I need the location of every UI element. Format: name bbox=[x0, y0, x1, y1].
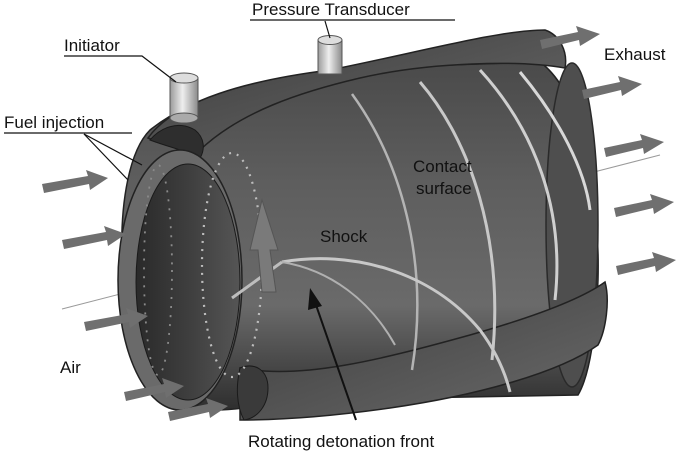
shock-label: Shock bbox=[320, 227, 368, 246]
detonation-front-line bbox=[231, 260, 283, 300]
air-arrow-2 bbox=[62, 226, 126, 249]
exhaust-arrow-5 bbox=[616, 252, 676, 275]
air-arrow-3 bbox=[84, 308, 148, 331]
contact-surface-line-4 bbox=[518, 71, 592, 211]
exhaust-arrows bbox=[540, 26, 676, 275]
contact-surface-label-line1: Contact bbox=[413, 157, 472, 176]
exhaust-arrow-2 bbox=[582, 76, 642, 99]
air-label: Air bbox=[60, 358, 81, 377]
initiator-port bbox=[169, 72, 199, 124]
rotation-direction-arrow bbox=[249, 198, 279, 293]
shock-wave bbox=[281, 257, 512, 393]
bottom-shell-flap bbox=[239, 280, 608, 421]
pressure-transducer-leader-drop bbox=[324, 20, 331, 39]
detonation-front-pointer bbox=[308, 288, 357, 421]
pressure-transducer-label: Pressure Transducer bbox=[252, 0, 410, 19]
rotating-detonation-front-label: Rotating detonation front bbox=[248, 432, 434, 451]
pressure-transducer-port bbox=[317, 35, 343, 75]
air-arrow-1 bbox=[42, 170, 108, 193]
top-shell-flap bbox=[146, 29, 567, 151]
bottom-flap-lip bbox=[236, 365, 269, 421]
fuel-injection-leader-2 bbox=[83, 133, 129, 181]
exhaust-arrow-3 bbox=[604, 134, 664, 157]
exhaust-label: Exhaust bbox=[604, 45, 666, 64]
contact-surface-line-2 bbox=[350, 93, 419, 371]
annotation-leaders bbox=[4, 19, 455, 181]
contact-surface-line-1 bbox=[418, 81, 497, 361]
initiator-leader bbox=[64, 55, 177, 83]
air-arrow-4 bbox=[124, 378, 184, 401]
top-flap-lip bbox=[149, 125, 204, 159]
fuel-injection-leader-1 bbox=[83, 133, 143, 166]
exhaust-arrow-4 bbox=[614, 194, 674, 217]
inlet-inner bbox=[135, 163, 241, 401]
fuel-injection-label: Fuel injection bbox=[4, 113, 104, 132]
air-inflow-arrows bbox=[42, 170, 228, 421]
exhaust-arrow-1 bbox=[540, 26, 600, 49]
initiator-label: Initiator bbox=[64, 36, 120, 55]
shock-wave-inner bbox=[281, 261, 396, 346]
contact-surface-line-3 bbox=[478, 68, 559, 301]
air-arrow-5 bbox=[168, 398, 228, 421]
fuel-injection-holes-front bbox=[143, 164, 173, 376]
contact-surface-label-line2: surface bbox=[416, 179, 472, 198]
